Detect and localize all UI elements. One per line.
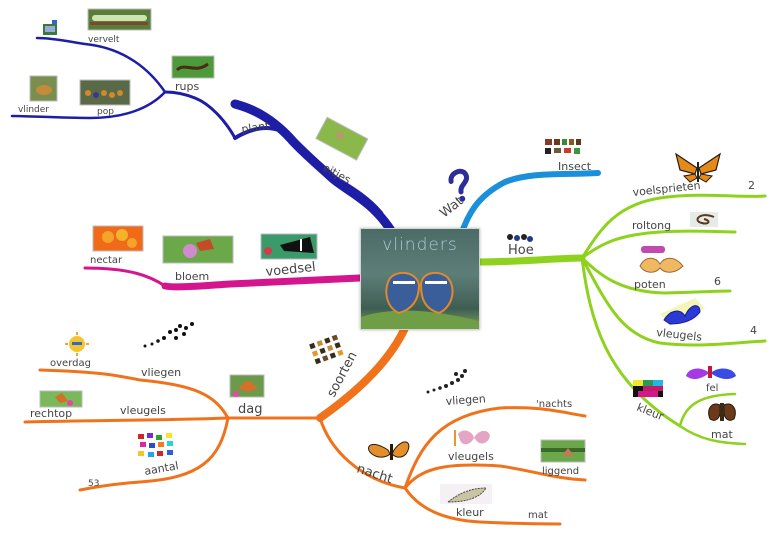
label-plant: plant bbox=[241, 119, 271, 136]
label-voelsprieten-count: 2 bbox=[748, 179, 755, 192]
branch-hoe bbox=[474, 193, 767, 446]
branch-line-nacht-vliegen bbox=[403, 406, 587, 490]
label-vervelt: vervelt bbox=[88, 35, 120, 45]
label-voedsel: voedsel bbox=[265, 260, 317, 280]
branch-line-nectar bbox=[83, 266, 167, 288]
branch-line-vervelt bbox=[35, 36, 167, 94]
label-nachts: 'nachts bbox=[536, 399, 572, 410]
label-aantal: aantal bbox=[143, 459, 179, 478]
bright-butterfly-icon bbox=[686, 366, 736, 380]
label-rups: rups bbox=[175, 80, 199, 93]
central-title: vlinders bbox=[382, 235, 458, 255]
sun-icon bbox=[65, 332, 89, 356]
branch-line-nacht bbox=[318, 416, 407, 490]
legs-butterfly-icon bbox=[639, 246, 684, 273]
branch-line-roltong bbox=[580, 229, 737, 260]
monarch-butterfly-icon bbox=[675, 152, 721, 183]
branch-line-nacht-vleugels bbox=[403, 463, 587, 490]
pupae-image bbox=[79, 79, 131, 106]
label-nectar: nectar bbox=[90, 255, 123, 266]
branch-line-nacht-kleur bbox=[403, 486, 562, 526]
branch-wat bbox=[459, 170, 601, 235]
label-nacht-vliegen: vliegen bbox=[445, 392, 486, 408]
branch-line-soorten bbox=[316, 324, 409, 422]
branch-line-voedsel bbox=[161, 274, 364, 291]
caterpillar-leaf-image bbox=[171, 55, 215, 79]
butterfly-leaf-image bbox=[29, 75, 58, 102]
orange-flower-image bbox=[92, 225, 144, 252]
label-dag-vleugels: vleugels bbox=[120, 404, 166, 417]
glasswing-butterflies-image bbox=[361, 271, 479, 329]
pink-wings-icon bbox=[454, 430, 490, 446]
butterfly-collection-icon bbox=[309, 334, 344, 365]
label-poten: poten bbox=[634, 278, 666, 291]
label-vlinder: vlinder bbox=[18, 105, 49, 115]
butterfly-flower-day-image bbox=[229, 374, 265, 398]
dull-moth-icon bbox=[708, 403, 736, 421]
label-liggend: liggend bbox=[542, 466, 579, 477]
blue-butterfly-icon bbox=[660, 298, 705, 326]
black-butterfly-image bbox=[260, 233, 318, 260]
label-bloem: bloem bbox=[175, 270, 209, 283]
branch-line-poten bbox=[580, 256, 732, 295]
flying-butterflies-night-icon bbox=[426, 369, 467, 394]
label-nacht-mat: mat bbox=[528, 510, 548, 521]
branch-voedsel bbox=[83, 266, 364, 291]
label-dag-vliegen: vliegen bbox=[141, 366, 181, 379]
label-poten-count: 6 bbox=[714, 275, 721, 288]
many-butterflies-icon bbox=[138, 433, 173, 457]
label-rechtop: rechtop bbox=[30, 407, 72, 420]
branch-line-voelsprieten bbox=[580, 193, 767, 260]
label-roltong: roltong bbox=[632, 219, 671, 232]
proboscis-icon bbox=[690, 212, 718, 227]
flying-butterflies-day-icon bbox=[143, 322, 194, 348]
branch-line-rups bbox=[163, 90, 237, 140]
branch-line-mat bbox=[678, 424, 747, 446]
label-nacht-kleur: kleur bbox=[456, 506, 484, 519]
label-mat-hoe: mat bbox=[711, 428, 733, 441]
label-dag: dag bbox=[238, 402, 262, 417]
ants-icon bbox=[507, 234, 533, 242]
branch-line-dag-vleugels bbox=[23, 416, 230, 424]
eggs-leaf-image bbox=[315, 116, 369, 161]
monarch-night-icon bbox=[368, 441, 410, 460]
color-blocks-icon bbox=[633, 380, 663, 397]
question-mark-icon bbox=[448, 168, 470, 202]
branch-line-dag-aantal bbox=[78, 416, 230, 492]
label-insect: Insect bbox=[558, 160, 592, 173]
label-hoe: Hoe bbox=[508, 243, 534, 258]
label-vleugels-count: 4 bbox=[750, 324, 757, 337]
insects-icon bbox=[545, 139, 581, 154]
branch-line-wat bbox=[459, 170, 601, 235]
label-nacht-vleugels: vleugels bbox=[448, 450, 494, 463]
branch-line-eitjes bbox=[326, 172, 384, 218]
label-kleur-hoe: kleur bbox=[635, 401, 666, 424]
caterpillar-image bbox=[87, 8, 152, 31]
speckled-moth-icon bbox=[440, 484, 492, 504]
branch-line-vleugels bbox=[580, 256, 767, 347]
branch-line-fel bbox=[678, 392, 737, 428]
label-overdag: overdag bbox=[50, 358, 91, 369]
branch-line-hoe bbox=[474, 254, 586, 266]
branch-line-dag-vliegen bbox=[38, 368, 230, 420]
branch-line-kleur bbox=[580, 256, 682, 428]
branch-line-pop bbox=[10, 90, 167, 120]
branch-plant bbox=[10, 36, 397, 237]
label-fel: fel bbox=[706, 383, 718, 394]
label-aantal-count: 53 bbox=[88, 479, 99, 489]
branch-line-plant bbox=[233, 126, 334, 178]
computer-icon bbox=[43, 20, 57, 35]
butterfly-flower-image bbox=[162, 235, 234, 264]
label-nacht: nacht bbox=[355, 462, 395, 488]
resting-moth-image bbox=[540, 439, 586, 463]
label-vleugels-hoe: vleugels bbox=[656, 326, 703, 344]
label-pop: pop bbox=[97, 107, 114, 117]
butterfly-upright-image bbox=[39, 390, 83, 408]
central-node[interactable]: vlinders bbox=[360, 228, 480, 330]
branch-soorten bbox=[23, 324, 587, 526]
